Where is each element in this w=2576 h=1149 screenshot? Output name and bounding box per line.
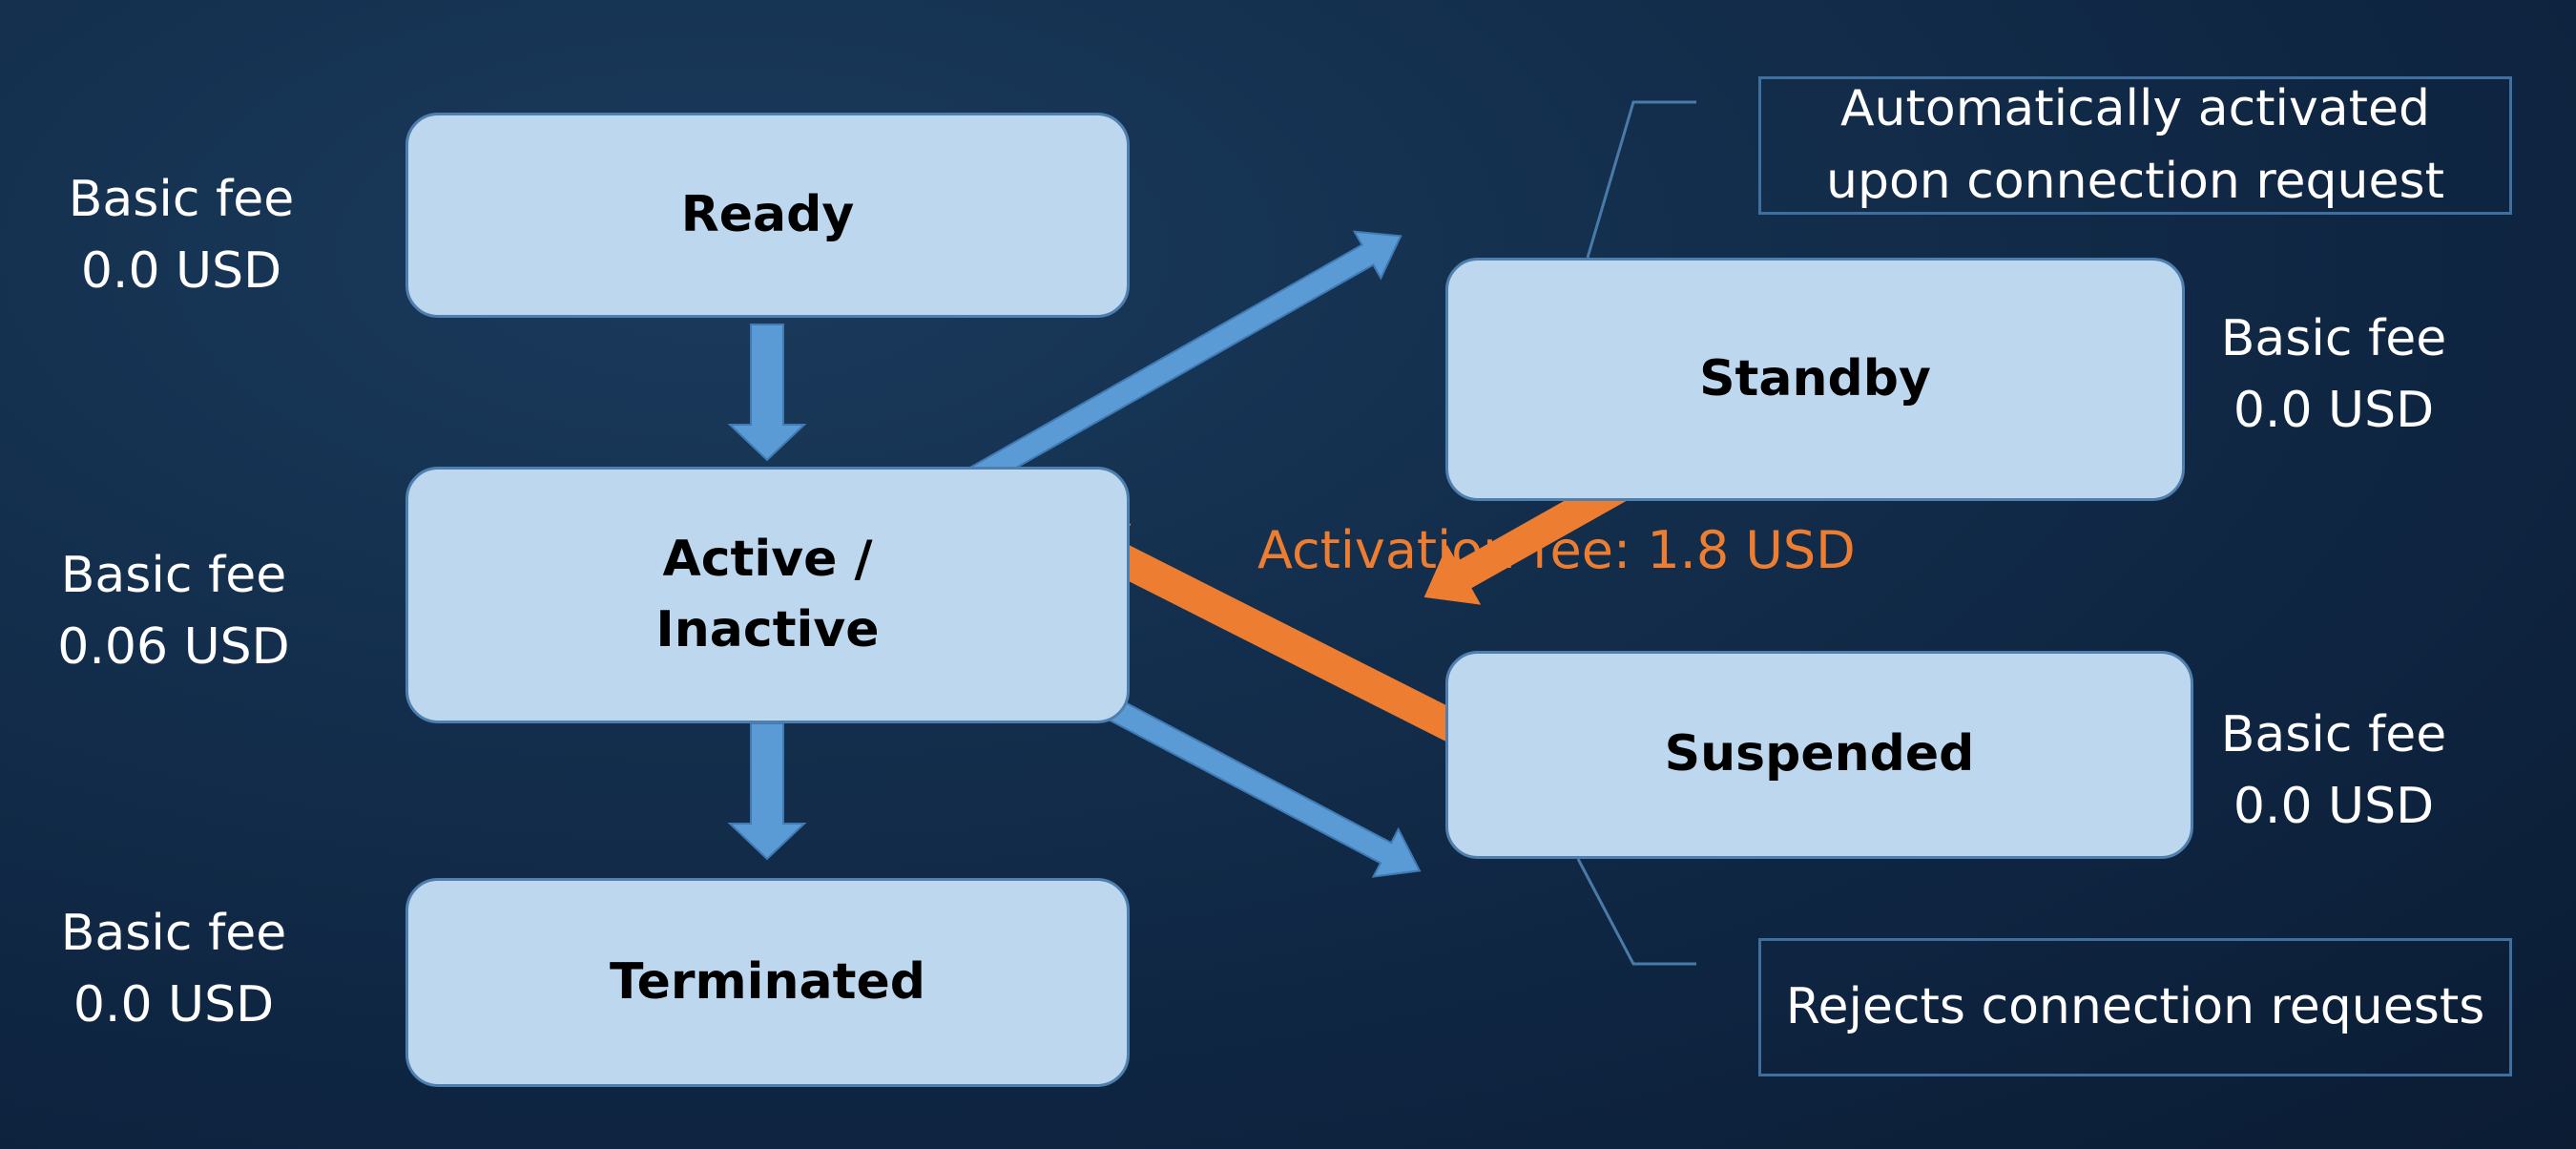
- arrow-ready-to-active: [727, 324, 807, 462]
- callout-suspended-note: Rejects connection requests: [1758, 938, 2512, 1076]
- callout-suspended-text: Rejects connection requests: [1785, 977, 2485, 1035]
- state-standby: Standby: [1445, 258, 2185, 501]
- standby-callout-leader: [1586, 100, 1696, 259]
- state-suspended-label: Suspended: [1664, 725, 1975, 783]
- fee-suspended-value: 0.0 USD: [2233, 778, 2435, 836]
- fee-suspended-label: Basic fee: [2220, 706, 2447, 763]
- state-standby-label: Standby: [1699, 349, 1931, 407]
- suspended-callout-leader: [1576, 858, 1696, 966]
- state-active-label-line1: Active /: [662, 530, 873, 588]
- fee-standby-label: Basic fee: [2220, 310, 2447, 367]
- arrow-active-to-terminated: [727, 722, 807, 861]
- activation-fee-label: Activation fee: 1.8 USD: [1257, 520, 1856, 580]
- callout-standby-line1: Automatically activated: [1839, 80, 2431, 138]
- fee-terminated: Basic fee 0.0 USD: [31, 898, 317, 1042]
- state-active-label: Active / Inactive: [655, 525, 879, 666]
- fee-standby-value: 0.0 USD: [2233, 382, 2435, 440]
- fee-active-value: 0.06 USD: [57, 618, 290, 677]
- fee-ready-label: Basic fee: [68, 171, 295, 228]
- callout-standby-note: Automatically activated upon connection …: [1758, 76, 2512, 215]
- fee-ready-value: 0.0 USD: [80, 242, 282, 301]
- state-terminated-label: Terminated: [610, 952, 925, 1011]
- state-suspended: Suspended: [1445, 651, 2193, 859]
- fee-active: Basic fee 0.06 USD: [31, 540, 317, 684]
- state-terminated: Terminated: [405, 878, 1130, 1087]
- state-active-label-line2: Inactive: [655, 600, 880, 658]
- callout-standby-line2: upon connection request: [1826, 152, 2444, 210]
- fee-terminated-label: Basic fee: [60, 905, 287, 962]
- fee-terminated-value: 0.0 USD: [73, 976, 275, 1034]
- fee-suspended: Basic fee 0.0 USD: [2191, 700, 2477, 844]
- fee-ready: Basic fee 0.0 USD: [38, 164, 324, 308]
- state-ready: Ready: [405, 113, 1130, 318]
- fee-standby: Basic fee 0.0 USD: [2191, 303, 2477, 448]
- fee-active-label: Basic fee: [60, 547, 287, 604]
- state-ready-label: Ready: [680, 185, 855, 243]
- state-active-inactive: Active / Inactive: [405, 467, 1130, 723]
